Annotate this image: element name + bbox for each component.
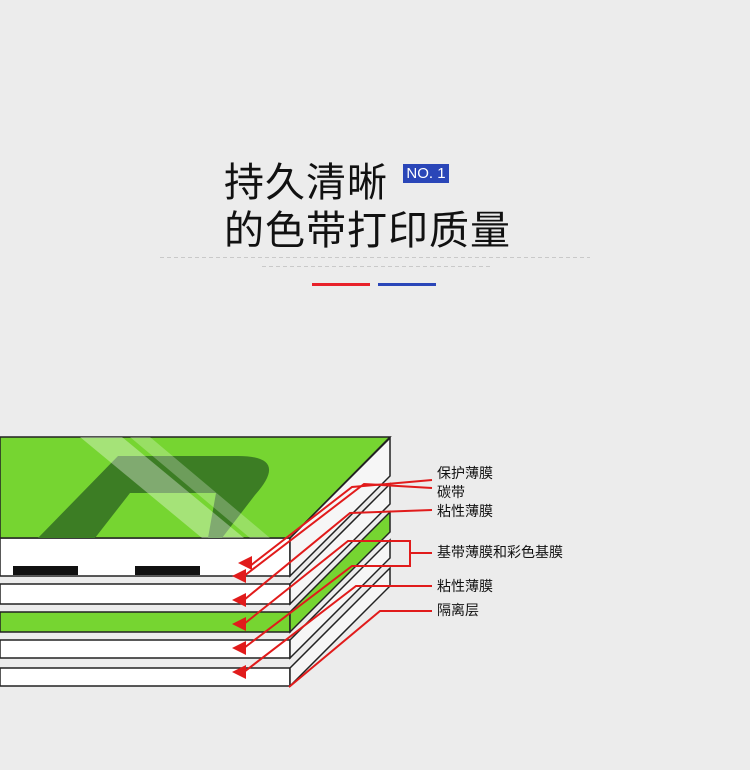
no1-badge: NO. 1 [403,164,449,183]
label-ribbon: 碳带 [437,485,465,501]
ink-block-1 [13,566,78,575]
blue-accent-bar [378,283,436,286]
label-adhesive-film: 粘性薄膜 [437,504,493,520]
title-line-2: 的色带打印质量 [224,208,511,254]
ink-block-2 [135,566,200,575]
layer-stack [0,436,392,688]
callout-arrows [243,479,433,688]
label-base-film-and-color-base: 基带薄膜和彩色基膜 [437,545,563,561]
layer-base-film [0,482,391,606]
label-adhesive-film-2: 粘性薄膜 [437,579,493,595]
decorative-dotted-line-1 [160,257,590,258]
title-line-1: 持久清晰 [224,160,388,206]
layer-green-base [0,510,391,634]
layer-protective-top [0,436,392,539]
decorative-dotted-line-2 [262,266,492,267]
callout-arrowheads [232,556,252,679]
red-accent-bar [312,283,370,286]
label-protective-film: 保护薄膜 [437,466,493,482]
label-release-layer: 隔离层 [437,603,479,619]
